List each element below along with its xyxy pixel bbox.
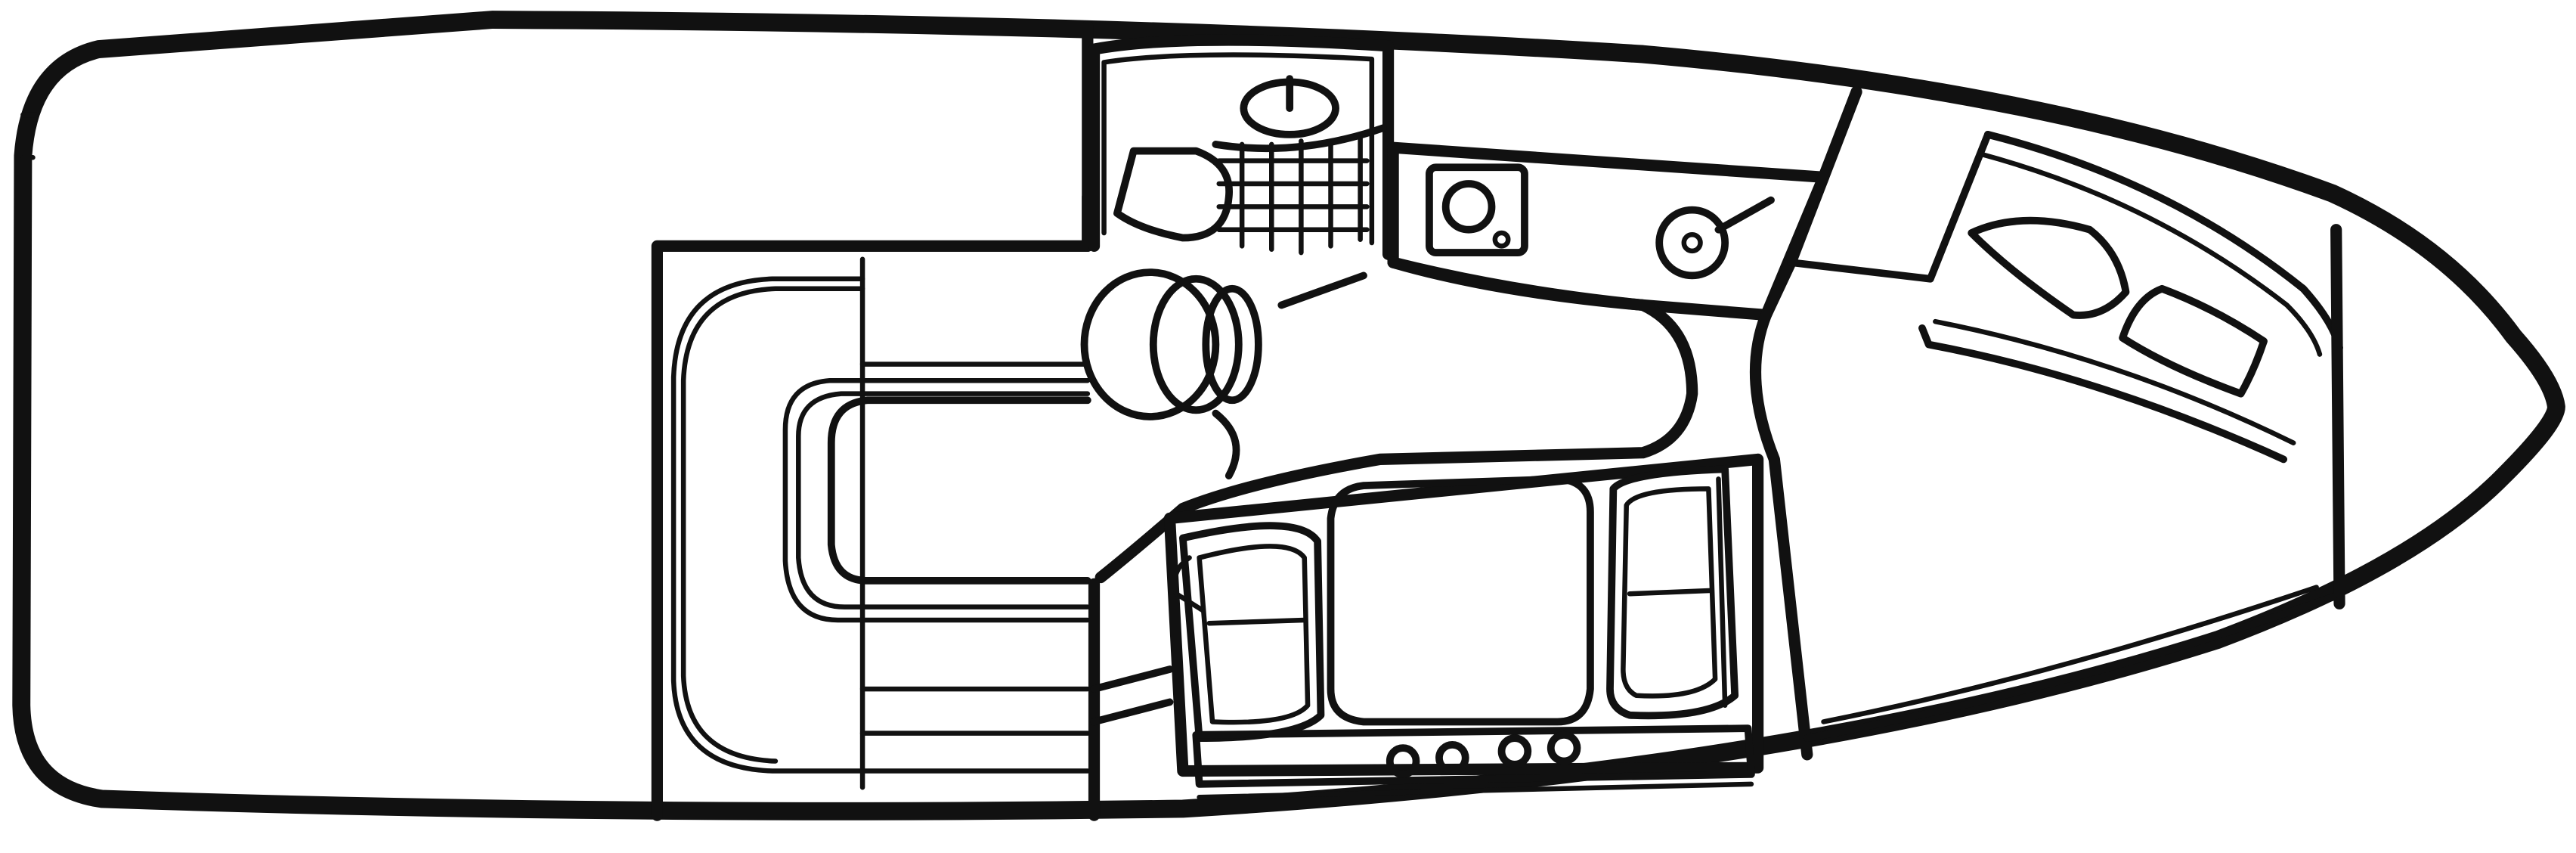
galley-counter [1387,141,1830,321]
cabinet-knobs [1386,730,1581,778]
dinette-seat-left-split [1206,617,1307,626]
hull-outline [12,11,2565,820]
galley-sink [1655,206,1729,280]
companionway-stairs [1080,268,1262,420]
aft-settee-outer-2 [680,286,865,764]
cabinet-knob [1435,740,1469,775]
aft-settee-outer [670,276,1091,774]
shower-curb [1212,124,1387,153]
vberth-frame-upper-2 [1978,151,2323,357]
head-toilet [1113,147,1233,242]
vberth-mattress-edge-2 [1933,318,2296,445]
vberth-lower-shelf [1803,593,2337,743]
shower-floor-grid [1216,135,1370,256]
head-door-swing [1277,271,1367,309]
galley-cooktop-burner [1441,180,1496,234]
cockpit-enclosure [651,20,1094,821]
aft-settee-inner-loop-2 [796,391,1091,610]
cabinet-knob [1547,730,1581,765]
galley-faucet [1714,196,1775,234]
head-inner-wall [1101,52,1375,246]
head-compartment [1088,34,1395,260]
cabinet-knob [1497,734,1532,768]
vberth-bulkhead [1749,85,1862,761]
vberth-frame-upper [1984,130,2343,352]
cabinet-bottom-edge [1197,781,1754,800]
hull-stern-tick [20,112,39,160]
galley-cooktop-knob [1492,230,1511,249]
aft-settee-inner-loop [782,378,1091,623]
dinette-seat-right-back [1716,476,1728,709]
vberth-cushion-right [2119,284,2268,398]
vberth-shelf-line [1821,585,2319,724]
dinette-seat-left-inner [1197,544,1311,725]
galley-cooktop [1426,163,1528,256]
galley-lower-cabinet [1192,724,1755,788]
dinette-seat-left-arm [1172,555,1206,613]
dinette-seat-right [1606,465,1739,720]
galley-sink-drain [1681,231,1703,254]
aft-settee-seat-line-lower [859,686,1091,736]
aft-dinette-table [827,396,1091,585]
salon-step [1090,665,1174,726]
dinette-table [1327,475,1594,726]
companionway-wall [1212,409,1240,479]
vberth-forward-bulkhead [2330,224,2345,610]
dinette-seat-right-inner [1621,486,1718,699]
salon-floor-outline [1094,256,1698,584]
vberth-mattress-edge [1918,324,2288,464]
cabinet-knob [1386,744,1420,778]
vberth-bulkhead-step [1787,130,1992,283]
dinette-seat-right-split [1627,588,1715,597]
vberth-cushion-left [1968,216,2130,319]
